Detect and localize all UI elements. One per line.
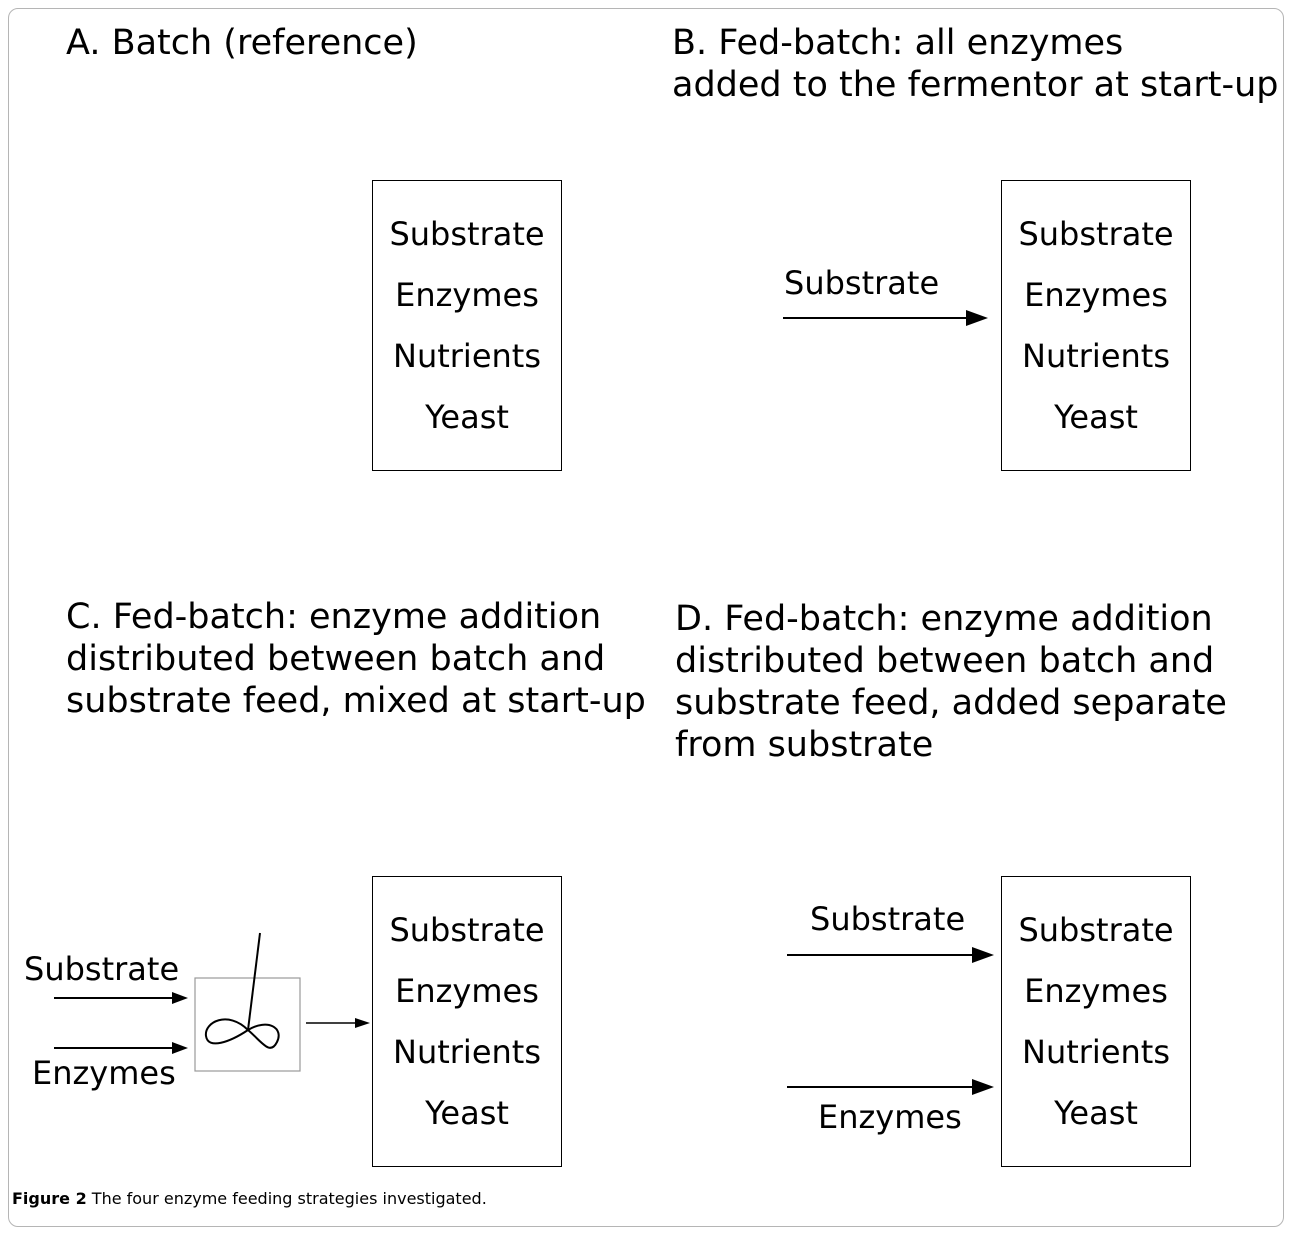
fermentor-item-substrate: Substrate — [389, 910, 545, 949]
panel-c-title-line: C. Fed-batch: enzyme addition — [66, 597, 602, 637]
panel-c-title-line: distributed between batch and — [66, 639, 606, 679]
panel-c-enzymes-arrow — [54, 1042, 188, 1054]
panel-d-enzymes-feed-label: Enzymes — [818, 1098, 962, 1136]
fermentor-item-nutrients: Nutrients — [1022, 1032, 1170, 1071]
figure-frame — [8, 8, 1284, 1227]
fermentor-item-yeast: Yeast — [1054, 397, 1138, 436]
fermentor-item-substrate: Substrate — [389, 214, 545, 253]
panel-d-title-line: from substrate — [675, 725, 934, 765]
panel-a-title: A. Batch (reference) — [66, 22, 418, 64]
fermentor-item-nutrients: Nutrients — [393, 336, 541, 375]
panel-d-substrate-arrow — [787, 947, 994, 963]
fermentor-item-nutrients: Nutrients — [393, 1032, 541, 1071]
fermentor-item-yeast: Yeast — [425, 397, 509, 436]
panel-d-fermentor: Substrate Enzymes Nutrients Yeast — [1001, 876, 1191, 1167]
fermentor-item-enzymes: Enzymes — [395, 971, 539, 1010]
panel-b-substrate-arrow — [783, 310, 988, 326]
panel-a-title-line: A. Batch (reference) — [66, 23, 418, 63]
panel-d-title-line: D. Fed-batch: enzyme addition — [675, 599, 1213, 639]
panel-c-substrate-feed-label: Substrate — [24, 950, 180, 988]
panel-c-title-line: substrate feed, mixed at start-up — [66, 681, 646, 721]
fermentor-item-enzymes: Enzymes — [395, 275, 539, 314]
figure-caption-end: . — [481, 1189, 487, 1208]
panel-c-fermentor: Substrate Enzymes Nutrients Yeast — [372, 876, 562, 1167]
figure-caption: Figure 2 The four enzyme feeding strateg… — [12, 1189, 487, 1208]
fermentor-item-enzymes: Enzymes — [1024, 275, 1168, 314]
panel-c-mixing-tank — [194, 977, 301, 1072]
panel-d-title: D. Fed-batch: enzyme addition distribute… — [675, 598, 1227, 766]
fermentor-item-substrate: Substrate — [1018, 910, 1174, 949]
panel-d-title-line: substrate feed, added separate — [675, 683, 1227, 723]
fermentor-item-nutrients: Nutrients — [1022, 336, 1170, 375]
panel-c-substrate-arrow — [54, 992, 188, 1004]
panel-b-title-line: added to the fermentor at start-up — [672, 65, 1279, 105]
panel-d-substrate-feed-label: Substrate — [810, 900, 966, 938]
stirrer-icon — [204, 932, 280, 1049]
fermentor-item-yeast: Yeast — [1054, 1093, 1138, 1132]
panel-b-title: B. Fed-batch: all enzymes added to the f… — [672, 22, 1279, 106]
panel-d-title-line: distributed between batch and — [675, 641, 1215, 681]
panel-c-title: C. Fed-batch: enzyme addition distribute… — [66, 596, 646, 722]
panel-a-fermentor: Substrate Enzymes Nutrients Yeast — [372, 180, 562, 471]
fermentor-item-substrate: Substrate — [1018, 214, 1174, 253]
figure-caption-label: Figure 2 — [12, 1189, 87, 1208]
panel-b-title-line: B. Fed-batch: all enzymes — [672, 23, 1124, 63]
panel-b-fermentor: Substrate Enzymes Nutrients Yeast — [1001, 180, 1191, 471]
panel-c-enzymes-feed-label: Enzymes — [32, 1054, 176, 1092]
panel-b-substrate-feed-label: Substrate — [784, 264, 940, 302]
fermentor-item-yeast: Yeast — [425, 1093, 509, 1132]
figure-caption-text: The four enzyme feeding strategies inves… — [86, 1189, 482, 1208]
panel-d-enzymes-arrow — [787, 1079, 994, 1095]
panel-c-mixer-to-fermentor-arrow — [306, 1018, 370, 1028]
fermentor-item-enzymes: Enzymes — [1024, 971, 1168, 1010]
